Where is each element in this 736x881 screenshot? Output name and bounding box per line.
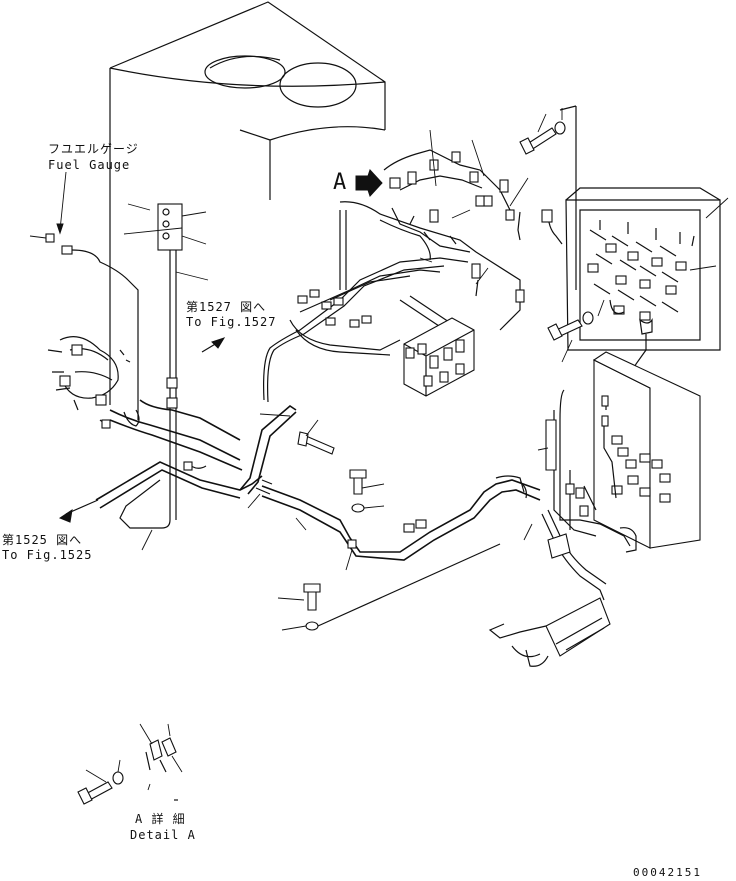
- fuel-tank: [109, 1, 386, 405]
- fuel-gauge-label-en: Fuel Gauge: [48, 158, 131, 172]
- detail-a-label-jp: A 詳 細: [135, 812, 186, 826]
- bolt-washer-mid: [547, 299, 605, 363]
- detail-a-label-en: Detail A: [130, 828, 196, 842]
- bolt-washer-middle: [247, 413, 501, 631]
- fuel-gauge-label-jp: フユエルゲージ: [48, 142, 139, 156]
- bolt-washer-upper: [519, 108, 566, 155]
- upper-valve-cluster: [339, 129, 563, 331]
- fuse-panel: [559, 105, 729, 373]
- fig1525-label-en: To Fig.1525: [2, 548, 93, 562]
- control-valve: [403, 317, 475, 397]
- fig1527-label-jp: 第1527 図へ: [186, 300, 267, 314]
- detail-a-marker: A: [333, 170, 347, 195]
- main-harness: [95, 404, 541, 561]
- fig1527-label-en: To Fig.1527: [186, 315, 277, 329]
- lower-connector: [488, 509, 611, 667]
- detail-a: [77, 723, 183, 805]
- controller-box: [545, 351, 701, 553]
- switch-box: [119, 203, 209, 529]
- leader-lines: [58, 337, 549, 551]
- left-harness-bundle: [47, 336, 243, 471]
- valve-cable: [263, 257, 471, 403]
- fuel-gauge-connector: [29, 171, 139, 420]
- drawing-number: 00042151: [633, 866, 702, 879]
- fig1525-label-jp: 第1525 図へ: [2, 533, 83, 547]
